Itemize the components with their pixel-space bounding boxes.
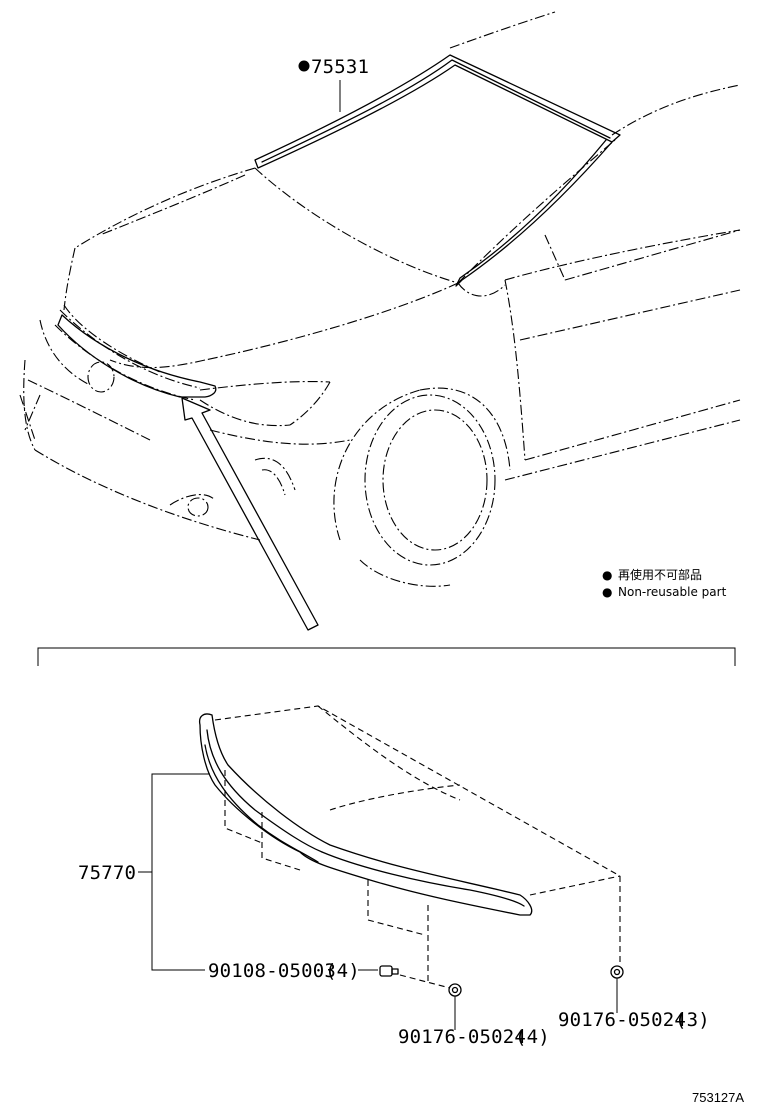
clip-icon	[379, 965, 399, 977]
nut-icon-2	[610, 965, 624, 979]
callout-90176-05024-3: 90176-05024 (3)	[558, 1009, 710, 1031]
part-number-90108-05003: 90108-05003	[208, 960, 336, 982]
car-illustration	[19, 11, 741, 631]
legend-bullet-icon: ●	[602, 568, 612, 582]
part-number-90176-05024-a: 90176-05024	[398, 1026, 526, 1048]
callout-75531: 75531	[298, 56, 369, 78]
part-number-90176-05024-b: 90176-05024	[558, 1009, 686, 1031]
quantity-90176-05024-b: (3)	[675, 1009, 710, 1031]
legend: ● 再使用不可部品 ● Non-reusable part	[602, 567, 727, 599]
hood-moulding-detail	[138, 705, 624, 1030]
legend-english-text: Non-reusable part	[618, 585, 727, 599]
nut-icon	[448, 983, 462, 997]
quantity-90176-05024-a: (4)	[515, 1026, 550, 1048]
legend-bullet-icon-2: ●	[602, 585, 612, 599]
callout-90108-05003: 90108-05003 (4)	[208, 960, 360, 982]
quantity-90108-05003: (4)	[325, 960, 360, 982]
legend-japanese-text: 再使用不可部品	[618, 567, 702, 582]
part-number-75770: 75770	[78, 862, 136, 884]
non-reusable-bullet-icon	[298, 60, 310, 72]
callout-90176-05024-4: 90176-05024 (4)	[398, 1026, 550, 1048]
section-divider	[37, 647, 736, 666]
diagram-id: 753127A	[692, 1090, 744, 1105]
part-number-75531: 75531	[311, 56, 369, 78]
